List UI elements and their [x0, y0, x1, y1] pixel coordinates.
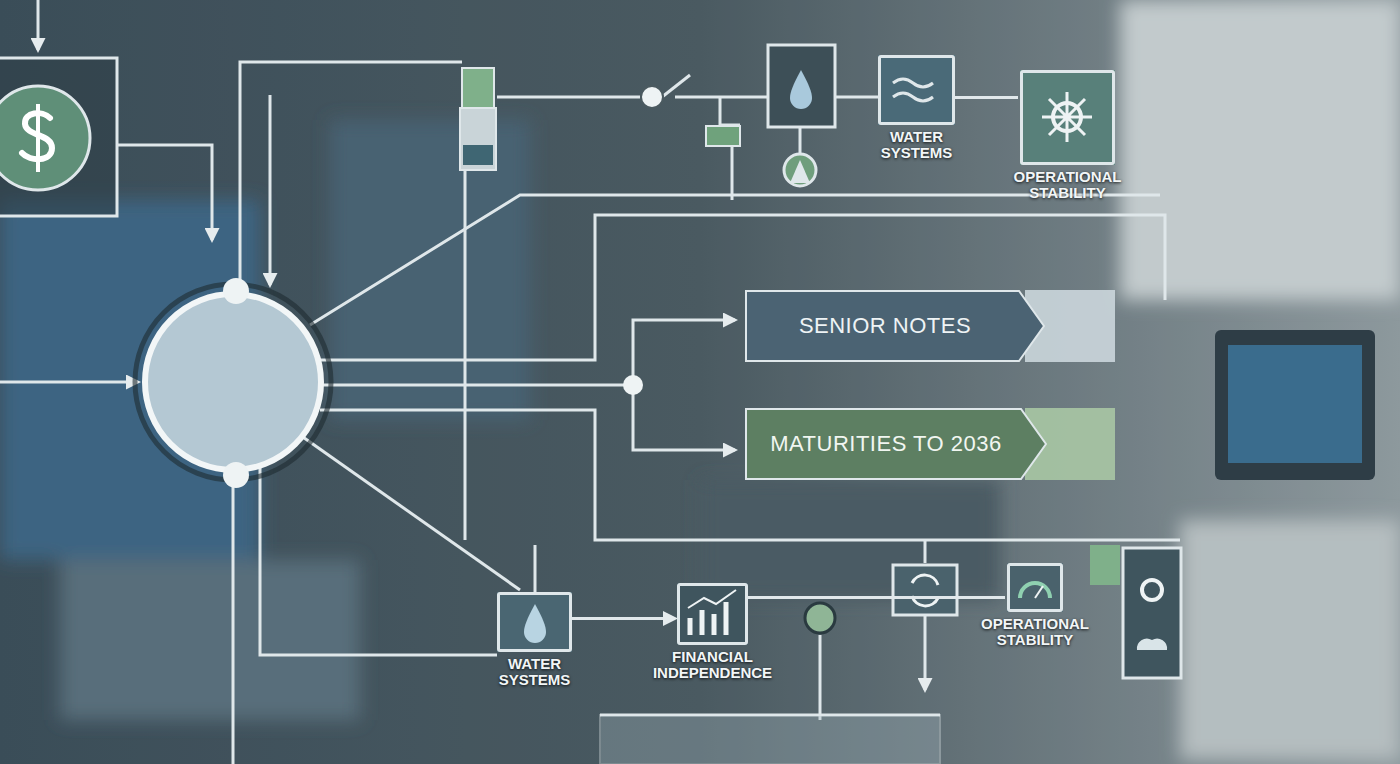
icon-tile: WATER SYSTEMS	[497, 592, 572, 652]
drop-tile	[768, 45, 835, 127]
drop-tile	[497, 592, 572, 652]
chevron-band: SENIOR NOTES	[745, 290, 1045, 362]
wave-icon	[893, 79, 933, 101]
tile-label: OPERATIONAL STABILITY	[970, 616, 1100, 648]
band-label: MATURITIES TO 2036	[770, 431, 1022, 457]
chart-tile	[677, 583, 748, 645]
component-box	[460, 108, 496, 170]
gauge-icon	[1035, 586, 1043, 598]
valve-icon	[784, 154, 816, 186]
switch-dot	[641, 86, 663, 108]
drop-icon	[790, 70, 812, 109]
gear-tile	[1020, 70, 1115, 165]
junction-dot	[623, 375, 643, 395]
node-dot	[805, 603, 835, 633]
tile-label: FINANCIAL INDEPENDENCE	[648, 649, 778, 681]
component-box	[462, 68, 494, 108]
component-fill	[463, 145, 493, 165]
connector	[748, 596, 1005, 599]
dollar-icon	[0, 86, 90, 190]
chart-icon	[690, 602, 726, 635]
connector	[572, 617, 675, 620]
gear-icon	[1042, 92, 1092, 142]
chevron-fill	[746, 409, 1046, 479]
gauge-tile	[1007, 563, 1063, 612]
cycle-tile	[893, 565, 957, 615]
circuit-lines	[0, 0, 1180, 764]
valve-icon	[790, 160, 810, 183]
gauge-icon	[1020, 583, 1050, 598]
icon-tile: WATER SYSTEMS	[878, 55, 955, 125]
table-strip	[600, 715, 940, 764]
wave-tile	[878, 55, 955, 125]
chart-icon	[688, 590, 736, 608]
cloud-icon	[1137, 639, 1167, 650]
cycle-icon	[912, 575, 938, 606]
gear-icon	[1142, 580, 1162, 600]
tile-label: OPERATIONAL STABILITY	[1003, 169, 1133, 201]
band-label: SENIOR NOTES	[799, 313, 991, 339]
icon-tile: OPERATIONAL STABILITY	[1020, 70, 1115, 165]
status-light	[1090, 545, 1120, 585]
gear-panel	[1123, 548, 1181, 678]
drop-icon	[524, 604, 546, 643]
tile-label: WATER SYSTEMS	[485, 656, 585, 688]
hub-circle	[135, 278, 331, 488]
icon-tile: OPERATIONAL STABILITY	[1007, 563, 1063, 612]
icon-tile: FINANCIAL INDEPENDENCE	[677, 583, 748, 645]
chevron-band: MATURITIES TO 2036	[745, 408, 1047, 480]
component-box	[706, 126, 740, 146]
tile-label: WATER SYSTEMS	[867, 129, 967, 161]
chevron-fill	[746, 291, 1044, 361]
connector	[955, 96, 1018, 99]
